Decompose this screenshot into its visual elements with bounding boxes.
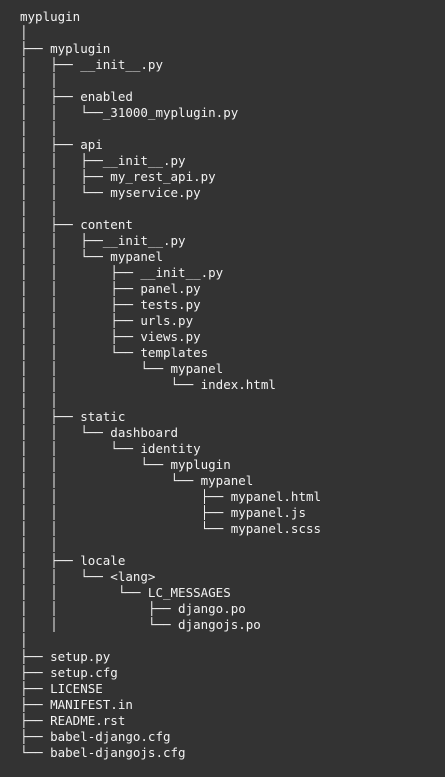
tree-line: └── babel-djangojs.cfg (20, 745, 186, 760)
tree-line: │ │ └── mypanel.scss (20, 521, 322, 536)
tree-line: │ │ └── myplugin (20, 457, 231, 472)
tree-line: │ ├── enabled (20, 89, 133, 104)
tree-line: │ │ (20, 537, 58, 552)
tree-line: │ ├── static (20, 409, 126, 424)
tree-line: ├── setup.cfg (20, 665, 118, 680)
tree-line: │ │ ├── django.po (20, 601, 246, 616)
tree-line: ├── README.rst (20, 713, 126, 728)
tree-line: │ │ ├──__init__.py (20, 153, 186, 168)
tree-line: │ │ └── mypanel (20, 361, 224, 376)
tree-line: │ │ └── <lang> (20, 569, 156, 584)
tree-line: │ │ ├── panel.py (20, 281, 201, 296)
tree-line: │ │ └── djangojs.po (20, 617, 261, 632)
tree-line: │ │ (20, 393, 58, 408)
tree-line: │ ├── content (20, 217, 133, 232)
tree-line: │ │ └── index.html (20, 377, 276, 392)
tree-line: │ ├── __init__.py (20, 57, 163, 72)
tree-line: │ (20, 25, 28, 40)
tree-line: │ │ (20, 201, 58, 216)
tree-line: │ │ ├── my_rest_api.py (20, 169, 216, 184)
tree-line: │ │ ├── tests.py (20, 297, 201, 312)
tree-line: │ │ └── mypanel (20, 473, 254, 488)
tree-line: │ │ └── dashboard (20, 425, 179, 440)
tree-line: ├── setup.py (20, 649, 111, 664)
tree-line: │ │ ├── views.py (20, 329, 201, 344)
tree-line: ├── babel-django.cfg (20, 729, 171, 744)
tree-line: │ │ ├── urls.py (20, 313, 194, 328)
tree-line: │ ├── locale (20, 553, 126, 568)
tree-line: │ │ (20, 73, 58, 88)
tree-line: │ (20, 633, 28, 648)
tree-line: │ ├── api (20, 137, 103, 152)
tree-line: │ │ ├── __init__.py (20, 265, 224, 280)
tree-line: │ │ (20, 121, 58, 136)
tree-line: │ │ └── mypanel (20, 249, 163, 264)
tree-line: myplugin (20, 9, 81, 24)
tree-line: │ │ └── LC_MESSAGES (20, 585, 231, 600)
tree-line: │ │ ├── mypanel.js (20, 505, 306, 520)
tree-line: │ │ └── myservice.py (20, 185, 201, 200)
tree-line: ├── MANIFEST.in (20, 697, 133, 712)
tree-line: │ │ └── templates (20, 345, 209, 360)
tree-line: │ │ └── identity (20, 441, 201, 456)
tree-line: ├── LICENSE (20, 681, 103, 696)
tree-line: │ │ ├──__init__.py (20, 233, 186, 248)
tree-line: │ │ └──_31000_myplugin.py (20, 105, 239, 120)
tree-line: ├── myplugin (20, 41, 111, 56)
tree-line: │ │ ├── mypanel.html (20, 489, 322, 504)
